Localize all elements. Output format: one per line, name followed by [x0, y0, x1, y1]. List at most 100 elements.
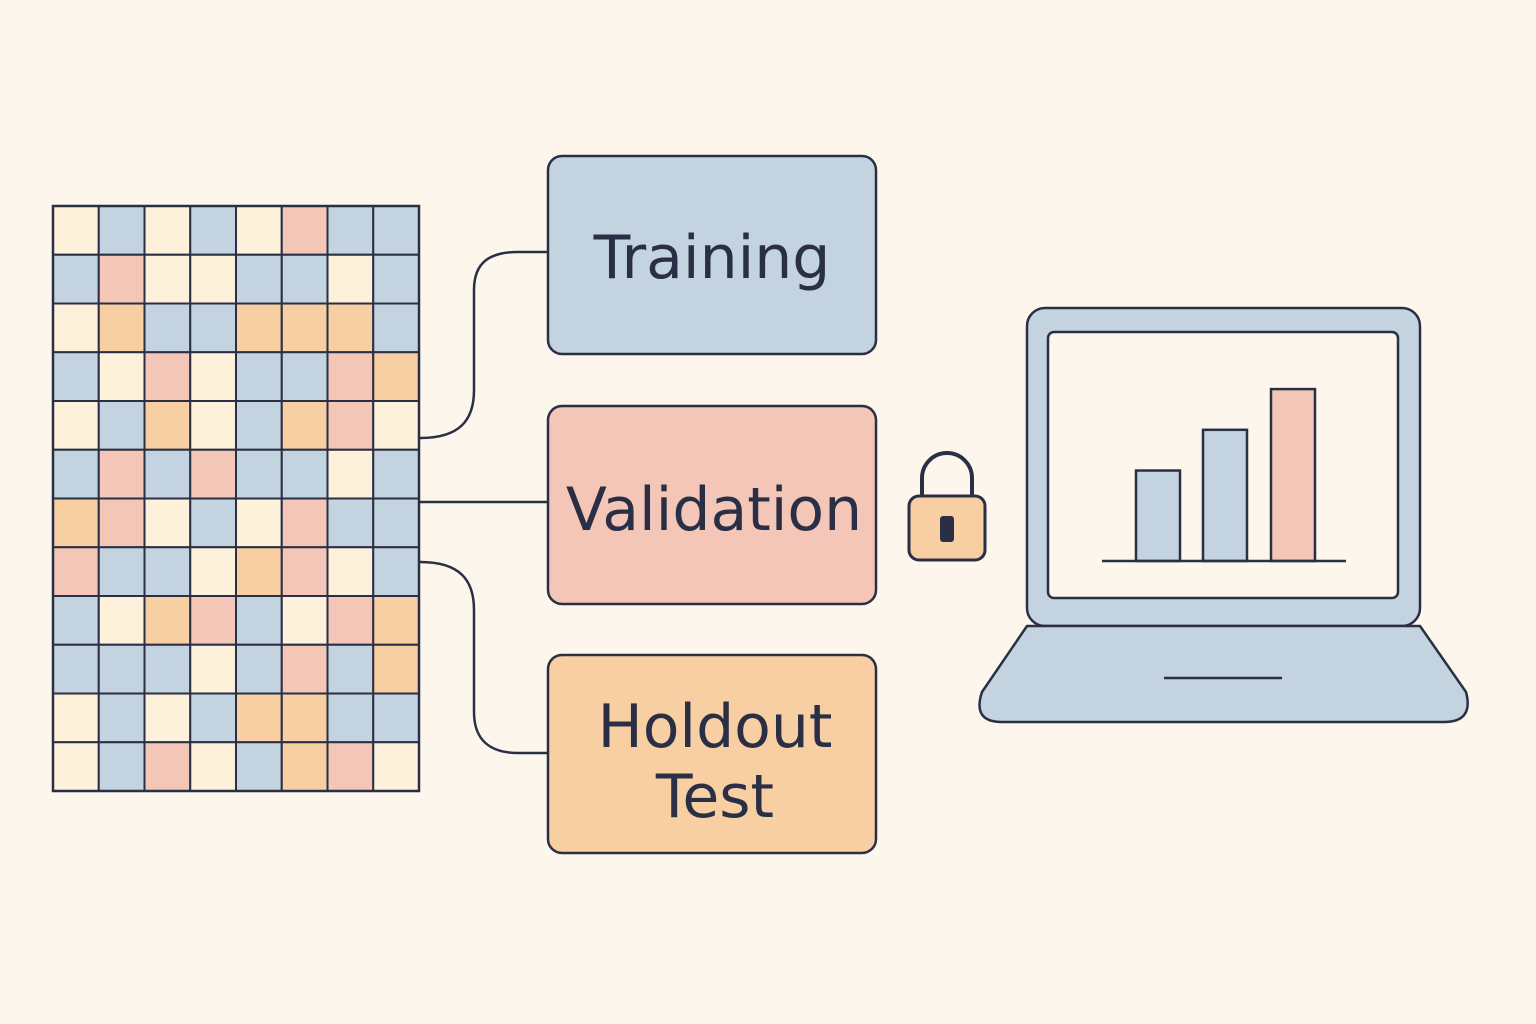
dataset-cell: [189, 595, 237, 646]
dataset-cell: [143, 497, 192, 549]
dataset-cell: [52, 302, 100, 354]
dataset-cell: [97, 400, 146, 451]
dataset-cell: [189, 448, 237, 500]
dataset-cell: [143, 302, 192, 354]
dataset-cell: [189, 351, 237, 402]
dataset-cell: [235, 205, 283, 256]
dataset-cell: [97, 643, 146, 695]
dataset-cell: [326, 448, 375, 500]
dataset-grid-border: [51, 204, 421, 793]
dataset-cell: [235, 741, 283, 792]
dataset-cell: [189, 497, 237, 549]
connectors: [419, 250, 548, 755]
split-holdout-box: [546, 653, 878, 855]
dataset-cell: [143, 205, 192, 256]
dataset-cell: [235, 351, 283, 402]
dataset-cell: [143, 400, 192, 451]
dataset-cell: [280, 497, 329, 549]
dataset-cell: [235, 448, 283, 500]
dataset-cell: [372, 205, 420, 256]
screen-bar-chart: [1134, 387, 1317, 563]
dataset-cell: [97, 595, 146, 646]
dataset-cell: [372, 643, 420, 695]
chart-bar-3: [1269, 387, 1317, 563]
dataset-cell: [52, 351, 100, 402]
dataset-cell: [143, 253, 192, 305]
dataset-cell: [280, 741, 329, 792]
dataset-cell: [52, 741, 100, 792]
dataset-cell: [235, 400, 283, 451]
dataset-cell: [372, 546, 420, 597]
dataset-cell: [326, 741, 375, 792]
dataset-cell: [52, 400, 100, 451]
dataset-cell: [372, 692, 420, 744]
dataset-cell: [280, 302, 329, 354]
dataset-cell: [143, 351, 192, 402]
dataset-cell: [143, 546, 192, 597]
dataset-cell: [372, 741, 420, 792]
dataset-cell: [326, 497, 375, 549]
dataset-cell: [52, 692, 100, 744]
dataset-cell: [372, 400, 420, 451]
split-validation-label: Validation: [566, 475, 862, 545]
connector-training: [419, 250, 548, 440]
dataset-cell: [280, 692, 329, 744]
dataset-cell: [326, 546, 375, 597]
dataset-cell: [143, 741, 192, 792]
split-validation-box: [546, 404, 878, 606]
dataset-cell: [189, 692, 237, 744]
dataset-cell: [235, 497, 283, 549]
dataset-cell: [326, 351, 375, 402]
dataset-cell: [326, 205, 375, 256]
dataset-cell: [372, 351, 420, 402]
dataset-cell: [326, 595, 375, 646]
split-holdout-label-line2: Test: [655, 762, 774, 832]
dataset-cell: [52, 497, 100, 549]
dataset-cell: [235, 643, 283, 695]
laptop-icon: [978, 306, 1469, 724]
dataset-cell: [189, 205, 237, 256]
dataset-cell: [280, 546, 329, 597]
dataset-cell: [326, 692, 375, 744]
split-training-label: Training: [593, 223, 831, 293]
dataset-cell: [372, 595, 420, 646]
dataset-cell: [143, 643, 192, 695]
dataset-cell: [235, 692, 283, 744]
split-holdout-label-line1: Holdout: [598, 692, 833, 762]
dataset-cell: [189, 643, 237, 695]
dataset-cell: [52, 595, 100, 646]
dataset-cell: [143, 595, 192, 646]
split-training-box: [546, 154, 878, 356]
dataset-cell: [143, 448, 192, 500]
dataset-cell: [372, 302, 420, 354]
dataset-cell: [97, 497, 146, 549]
dataset-cell: [235, 302, 283, 354]
dataset-cell: [189, 400, 237, 451]
dataset-cell: [326, 302, 375, 354]
dataset-cell: [280, 253, 329, 305]
dataset-cell: [372, 497, 420, 549]
dataset-cell: [235, 253, 283, 305]
dataset-grid: [51, 204, 421, 793]
dataset-cell: [189, 253, 237, 305]
laptop-base: [978, 624, 1469, 724]
dataset-cell: [97, 302, 146, 354]
dataset-cell: [97, 253, 146, 305]
dataset-cell: [326, 643, 375, 695]
dataset-cell: [280, 351, 329, 402]
dataset-cell: [372, 253, 420, 305]
dataset-cell: [280, 643, 329, 695]
padlock-icon: [907, 451, 987, 562]
dataset-cell: [143, 692, 192, 744]
connector-holdout: [419, 560, 548, 755]
dataset-cell: [97, 546, 146, 597]
dataset-cell: [189, 741, 237, 792]
dataset-cell: [280, 205, 329, 256]
dataset-cell: [326, 400, 375, 451]
padlock-keyhole: [940, 516, 954, 542]
dataset-cell: [189, 546, 237, 597]
split-holdout: Holdout Test: [546, 653, 878, 855]
dataset-cell: [52, 253, 100, 305]
dataset-cell: [280, 400, 329, 451]
